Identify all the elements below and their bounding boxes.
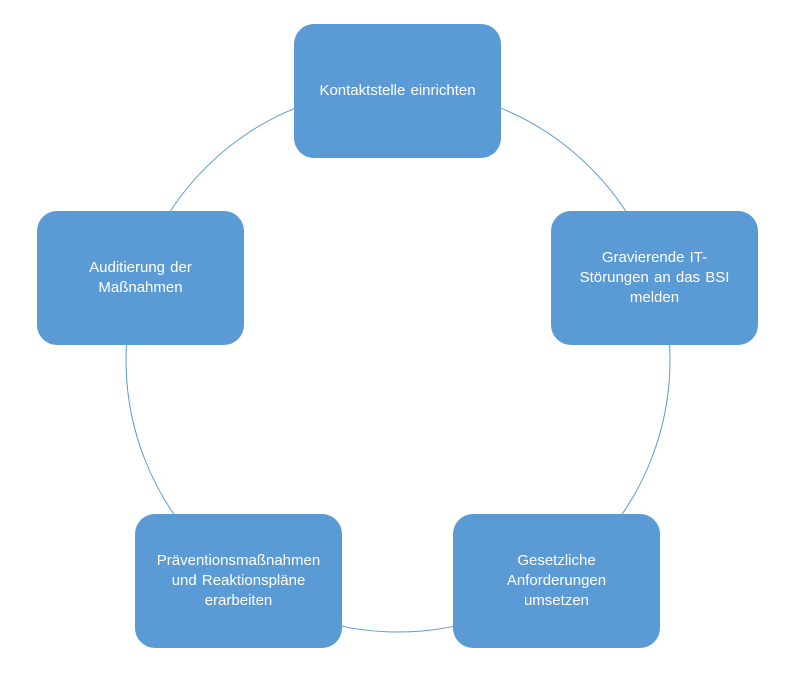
cycle-step-kontaktstelle: Kontaktstelle einrichten	[294, 24, 501, 158]
cycle-step-label: Kontaktstelle einrichten	[319, 82, 476, 99]
